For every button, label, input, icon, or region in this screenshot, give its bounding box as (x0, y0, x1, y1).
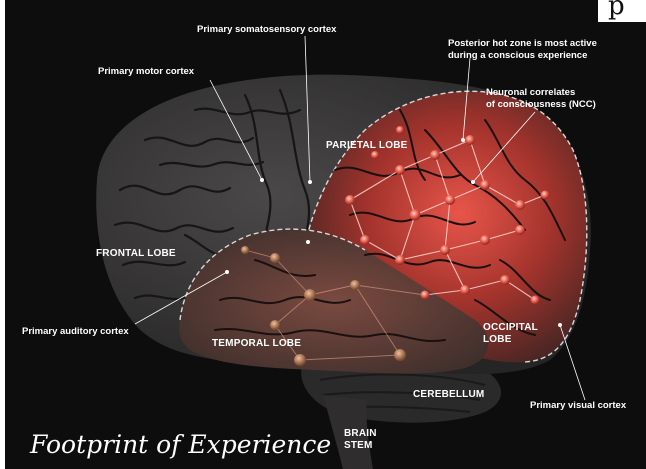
label-brain-stem-line-2: STEM (344, 440, 373, 452)
label-ncc-line-2: of consciousness (NCC) (486, 99, 596, 110)
label-parietal-lobe: PARIETAL LOBE (326, 140, 408, 152)
label-primary-auditory-cortex: Primary auditory cortex (22, 326, 129, 337)
label-brain-stem-line-1: BRAIN (344, 428, 377, 440)
corner-glyph: p (608, 0, 638, 18)
label-occipital-line-2: LOBE (483, 334, 512, 346)
figure-title: Footprint of Experience (30, 430, 331, 459)
label-cerebellum: CEREBELLUM (413, 389, 484, 401)
label-hot-zone-line-2: during a conscious experience (448, 50, 587, 61)
label-temporal-lobe: TEMPORAL LOBE (212, 338, 301, 350)
label-primary-somatosensory-cortex: Primary somatosensory cortex (197, 24, 336, 35)
label-ncc-line-1: Neuronal correlates (486, 87, 575, 98)
label-primary-visual-cortex: Primary visual cortex (530, 400, 626, 411)
label-primary-motor-cortex: Primary motor cortex (98, 66, 194, 77)
label-occipital-line-1: OCCIPITAL (483, 322, 538, 334)
label-frontal-lobe: FRONTAL LOBE (96, 248, 176, 260)
label-hot-zone-line-1: Posterior hot zone is most active (448, 38, 597, 49)
